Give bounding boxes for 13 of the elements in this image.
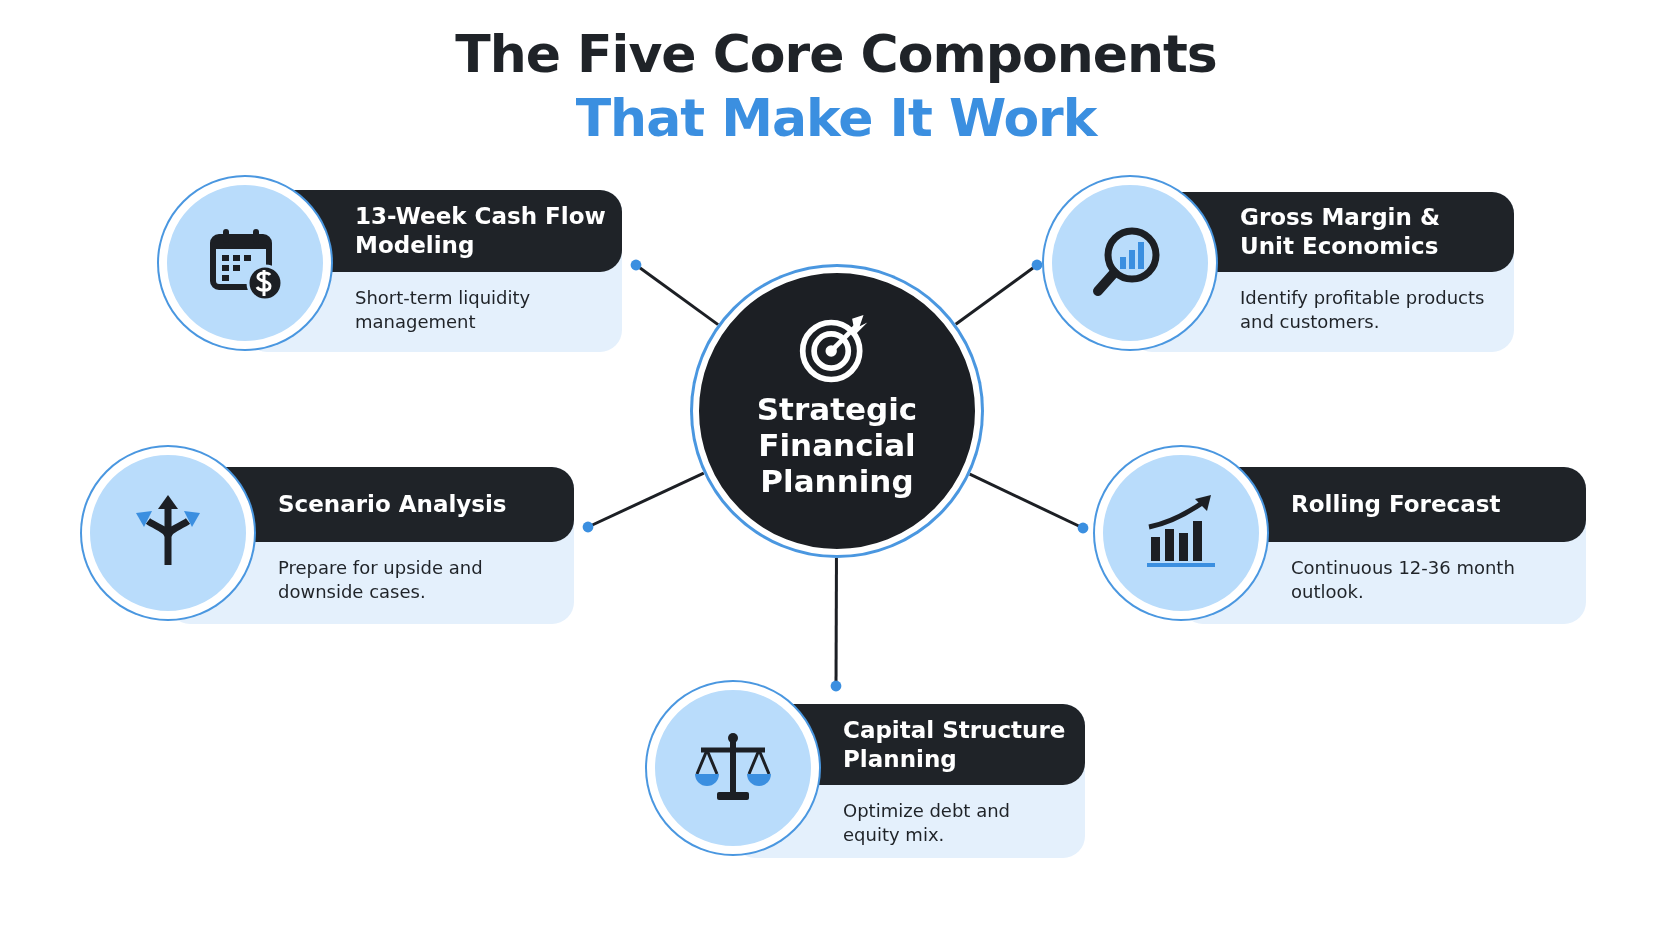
card-description: Continuous 12-36 month outlook. <box>1291 556 1516 604</box>
hub-label: Strategic Financial Planning <box>755 391 919 499</box>
card-description: Prepare for upside and downside cases. <box>278 556 484 604</box>
connector-line <box>582 471 705 533</box>
connector-line <box>830 558 842 692</box>
card-description: Optimize debt and equity mix. <box>843 799 1011 847</box>
connector-line <box>969 472 1089 534</box>
subtitle: That Make It Work <box>574 88 1099 148</box>
connector-line <box>630 259 719 326</box>
card-description: Short-term liquidity management <box>355 286 532 334</box>
title: The Five Core Components <box>454 24 1218 84</box>
connector-line <box>954 259 1043 326</box>
card-description: Identify profitable products and customers. <box>1240 286 1486 334</box>
